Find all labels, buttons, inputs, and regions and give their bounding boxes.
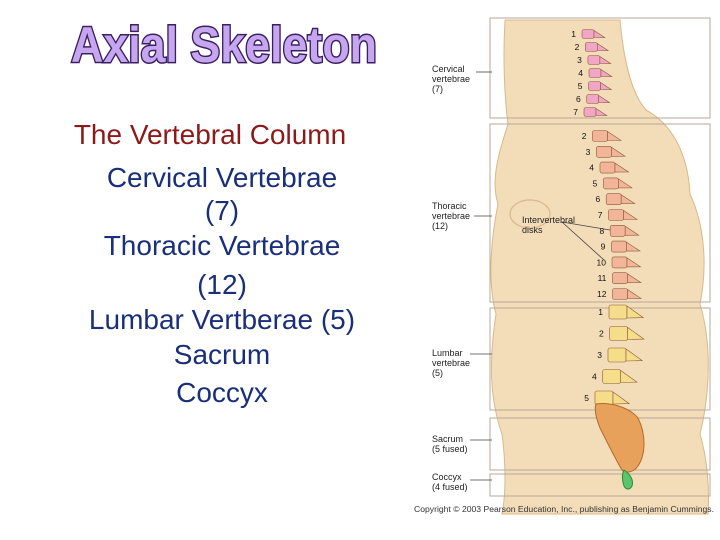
cervical-vertebra [585, 42, 610, 52]
lumbar-vertebra [607, 347, 644, 363]
leader-lines [470, 71, 611, 481]
label-cervical: Cervical vertebrae (7) [432, 64, 473, 94]
chest-contour [509, 199, 551, 229]
thoracic-vertebra [612, 288, 642, 300]
cervical-number-label: 1 [571, 29, 576, 39]
torso-silhouette [490, 19, 710, 515]
cervical-number-label: 7 [573, 107, 578, 117]
line-sacrum: Sacrum [173, 339, 271, 370]
thoracic-number-label: 8 [599, 226, 604, 236]
cervical-number-label: 3 [577, 55, 582, 65]
lumbar-number-label: 3 [597, 350, 602, 360]
thoracic-bracket [489, 123, 711, 303]
slide-title-text: Axial Skeleton [71, 17, 377, 73]
lumbar-vertebra [602, 369, 638, 384]
thoracic-vertebra [611, 240, 641, 253]
label-intervertebral-disks: Intervertebral disks [522, 215, 578, 235]
label-thoracic: Thoracic vertebrae (12) [432, 201, 473, 231]
thoracic-number-label: 7 [598, 210, 603, 220]
cervical-bracket [489, 17, 711, 119]
label-lumbar: Lumbar vertebrae (5) [432, 348, 473, 378]
thoracic-vertebra [592, 130, 622, 142]
lumbar-number-label: 4 [592, 372, 597, 382]
cervical-vertebra [583, 107, 608, 117]
cervical-number-label: 2 [575, 42, 580, 52]
line-cervical: Cervical Vertebrae [106, 162, 338, 193]
label-sacrum: Sacrum (5 fused) [432, 434, 468, 454]
line-thoracic-count: (12) [197, 269, 247, 300]
cervical-number-label: 4 [578, 68, 583, 78]
copyright-notice: Copyright © 2003 Pearson Education, Inc.… [414, 505, 714, 514]
cervical-number-label: 6 [576, 94, 581, 104]
cervical-number-label: 5 [578, 81, 583, 91]
thoracic-number-label: 4 [589, 163, 594, 173]
thoracic-number-label: 10 [597, 257, 607, 267]
cervical-vertebra [588, 68, 613, 78]
lumbar-vertebra [594, 390, 631, 406]
thoracic-vertebra [612, 272, 642, 285]
lumbar-number-label: 2 [599, 329, 604, 339]
thoracic-vertebra [608, 209, 638, 221]
thoracic-number-label: 9 [601, 242, 606, 252]
heading-vertebral-column: The Vertebral Column [73, 119, 347, 150]
coccyx-shape [622, 469, 633, 490]
slide-title: Axial Skeleton [70, 16, 379, 75]
thoracic-number-label: 5 [593, 178, 598, 188]
thoracic-number-label: 2 [582, 131, 587, 141]
label-coccyx: Coccyx (4 fused) [432, 472, 468, 492]
line-cervical-count: (7) [204, 195, 240, 226]
lumbar-vertebra [609, 326, 645, 341]
thoracic-number-label: 6 [595, 194, 600, 204]
cervical-vertebra [581, 29, 606, 39]
region-brackets [489, 17, 711, 497]
coccyx-bracket [489, 473, 711, 497]
thoracic-vertebra [611, 256, 642, 269]
cervical-vertebra [587, 55, 612, 65]
thoracic-number-label: 12 [597, 289, 607, 299]
line-lumbar: Lumbar Vertberae (5) [88, 304, 356, 335]
thoracic-vertebra [605, 193, 636, 205]
line-thoracic: Thoracic Vertebrae [103, 230, 341, 261]
thoracic-vertebra [599, 161, 630, 174]
cervical-vertebra [586, 94, 611, 104]
thoracic-vertebra [596, 146, 626, 158]
sacrum-shape [594, 403, 645, 473]
thoracic-number-label: 3 [586, 147, 591, 157]
thoracic-number-label: 11 [598, 273, 607, 283]
line-coccyx: Coccyx [176, 377, 268, 408]
lumbar-number-label: 5 [584, 393, 589, 403]
thoracic-vertebra [609, 225, 640, 237]
lumbar-vertebra [608, 304, 645, 320]
lumbar-number-label: 1 [598, 307, 603, 317]
cervical-vertebra [588, 81, 613, 91]
thoracic-vertebra [603, 177, 633, 190]
